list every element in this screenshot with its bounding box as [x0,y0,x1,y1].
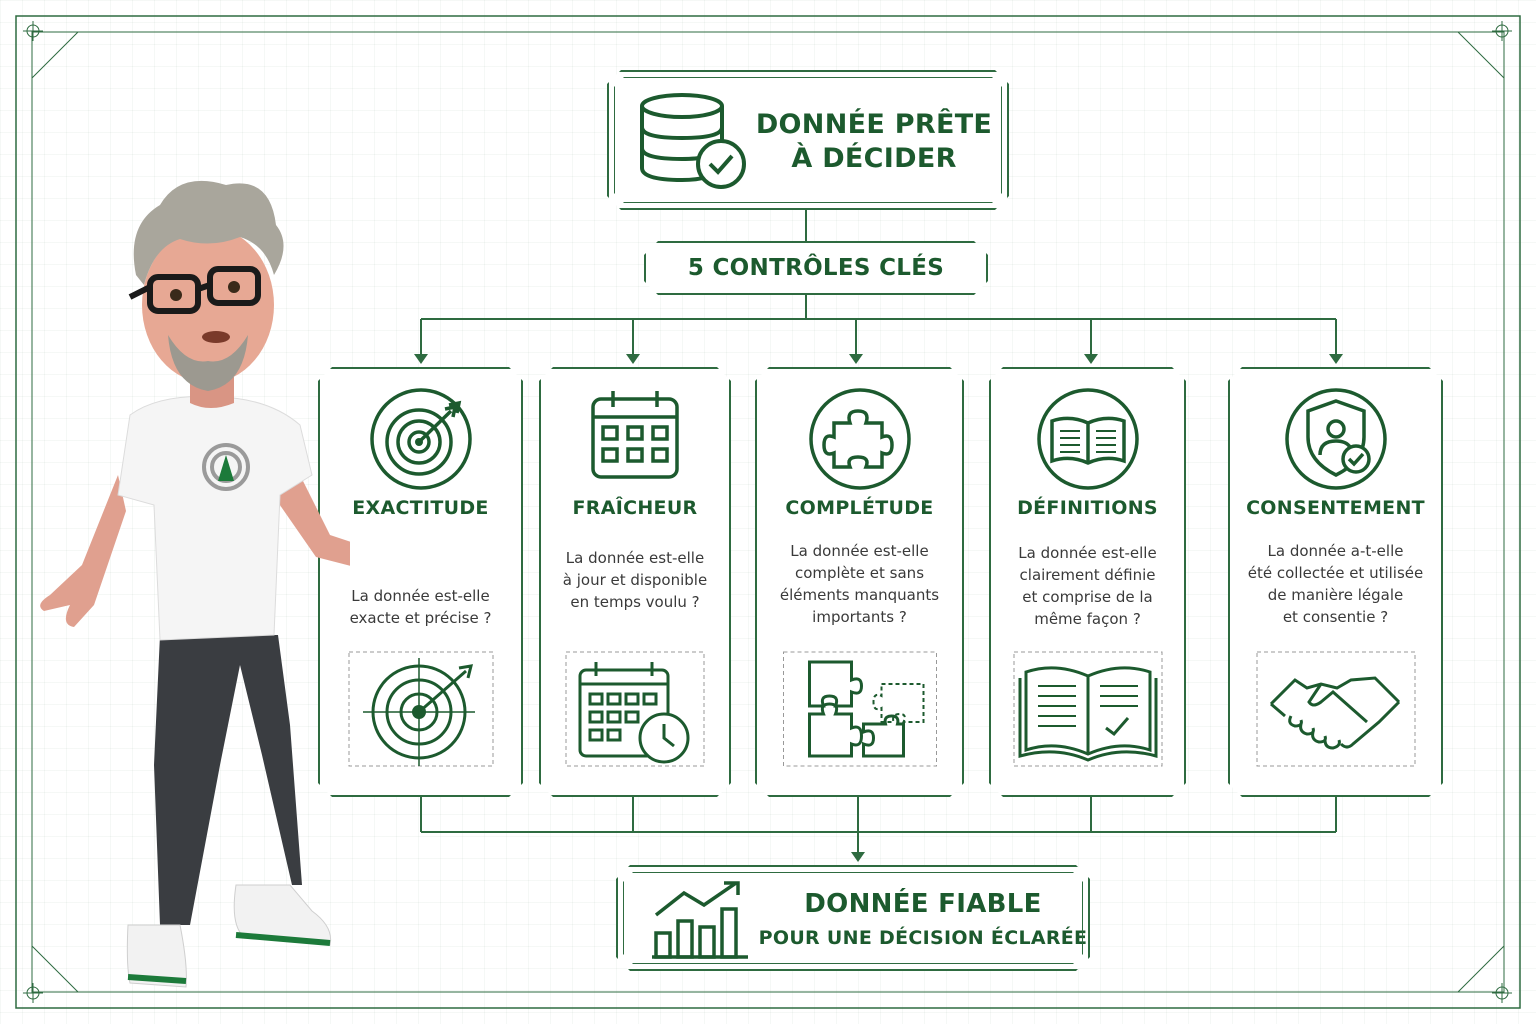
puzzle-pieces-illustration [777,644,942,774]
right-shoe [233,884,332,946]
control-question-exactitude: La donnée est-elle exacte et précise ? [336,585,505,629]
title-line-2: À DÉCIDER [791,143,957,174]
calendar-clock-illustration [560,644,710,774]
glasses-icon [128,266,261,314]
control-title-consentement: CONSENTEMENT [1246,497,1425,519]
control-card-consentement: CONSENTEMENT La donnée a-t-elle été coll… [1228,367,1443,797]
shield-user-check-icon [1284,387,1388,491]
control-title-completude: COMPLÉTUDE [785,497,934,519]
question-line: La donnée est-elle [565,549,705,567]
question-line: même façon ? [1034,610,1141,628]
target-arrow-illustration [341,644,501,774]
calendar-icon [587,387,683,483]
control-card-fraicheur: FRAÎCHEUR La donnée est-elle à jour et d… [539,367,731,797]
mouth [202,331,230,343]
header-box: DONNÉE PRÊTE À DÉCIDER [607,70,1009,210]
question-line: et comprise de la [1022,588,1153,606]
control-title-fraicheur: FRAÎCHEUR [572,497,698,519]
key-controls-box: 5 CONTRÔLES CLÉS [644,241,988,295]
right-eye [228,281,240,293]
control-title-definitions: DÉFINITIONS [1017,497,1158,519]
open-book-check-illustration [1008,644,1168,774]
question-line: éléments manquants [779,586,940,604]
question-line: et consentie ? [1282,608,1389,626]
growth-chart-icon [648,879,753,961]
control-question-consentement: La donnée a-t-elle été collectée et util… [1246,540,1425,628]
footer-subtitle: POUR UNE DÉCISION ÉCLARÉE [758,927,1088,949]
book-icon [1036,387,1140,491]
question-line: exacte et précise ? [349,609,492,627]
question-line: La donnée a-t-elle [1267,542,1404,560]
question-line: La donnée est-elle [790,542,929,560]
question-line: en temps voulu ? [570,593,700,611]
title-line-1: DONNÉE PRÊTE [755,109,993,140]
question-line: complète et sans [794,564,925,582]
tshirt [117,395,313,641]
handshake-illustration [1251,644,1421,774]
left-shoe [126,924,187,988]
control-card-definitions: DÉFINITIONS La donnée est-elle clairemen… [989,367,1186,797]
question-line: été collectée et utilisée [1247,564,1424,582]
target-icon [369,387,473,491]
trousers [154,635,302,925]
shirt-logo-arrow [218,455,234,481]
question-line: La donnée est-elle [1018,544,1157,562]
question-line: clairement définie [1019,566,1156,584]
footer-title: DONNÉE FIABLE [804,889,1042,919]
control-question-fraicheur: La donnée est-elle à jour et disponible … [557,547,713,613]
question-line: de manière légale [1267,586,1404,604]
question-line: La donnée est-elle [351,587,490,605]
question-line: à jour et disponible [562,571,708,589]
control-question-completude: La donnée est-elle complète et sans élém… [773,540,946,628]
control-question-definitions: La donnée est-elle clairement définie et… [1007,542,1168,630]
database-check-icon [639,90,749,190]
control-title-exactitude: EXACTITUDE [352,497,489,519]
right-shoe-sole [235,932,331,946]
beard [168,335,248,391]
left-shoe-sole [127,974,187,984]
question-line: importants ? [812,608,907,626]
hair [133,180,284,285]
presenter-character [40,180,350,988]
puzzle-icon [808,387,912,491]
footer-box: DONNÉE FIABLE POUR UNE DÉCISION ÉCLARÉE [616,865,1090,971]
left-eye [170,289,182,301]
key-controls-label: 5 CONTRÔLES CLÉS [687,255,945,281]
control-card-completude: COMPLÉTUDE La donnée est-elle complète e… [755,367,964,797]
left-arm [40,475,126,627]
control-card-exactitude: EXACTITUDE La donnée est-elle exacte et … [318,367,523,797]
